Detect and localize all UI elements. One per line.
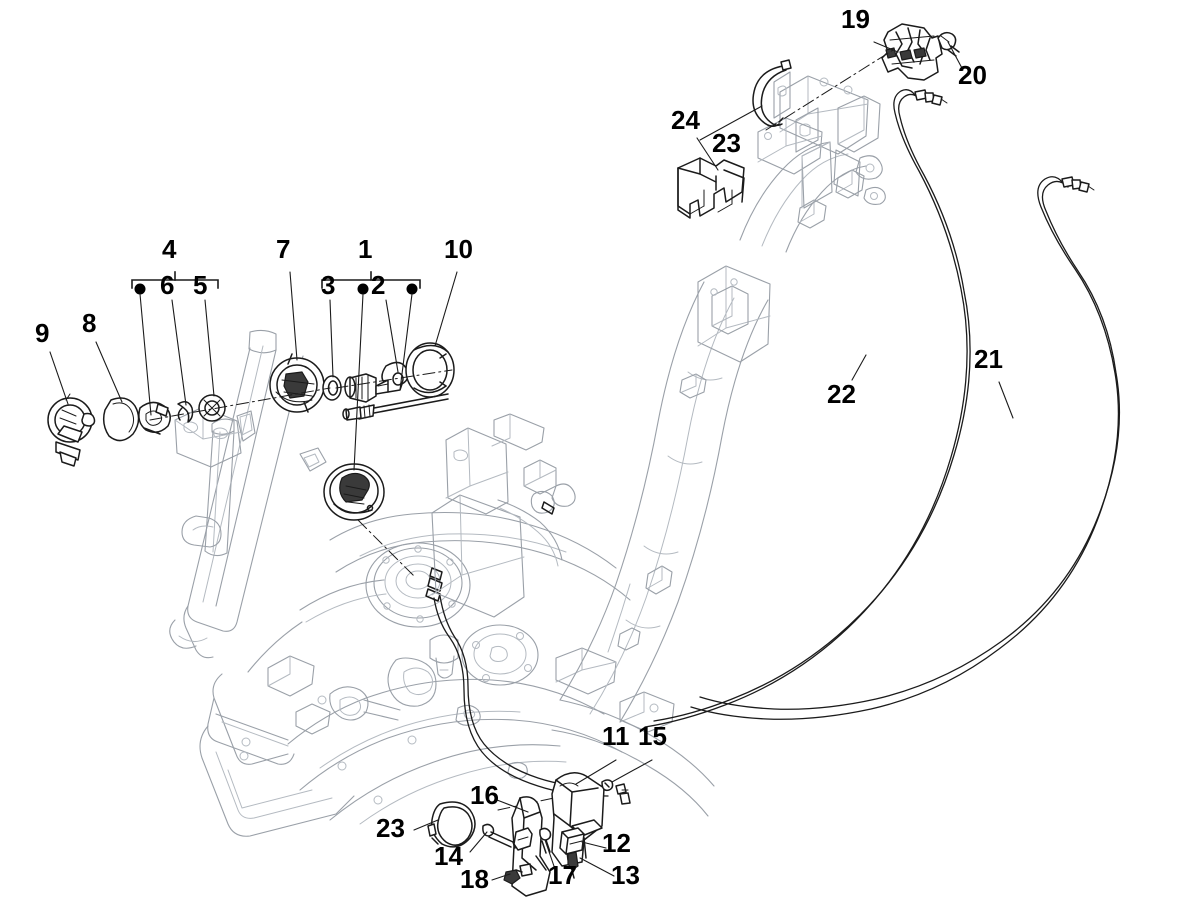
callout-label-16: 16 [470,780,499,810]
callout-label-8: 8 [82,308,97,338]
part-lock-barrel [344,373,377,403]
part-23-tie-strap-upper [752,59,792,127]
part-18-retaining-clip [503,869,523,885]
callout-label-23a: 23 [712,128,741,158]
callout-label-1: 1 [358,234,373,264]
part-15-nut [601,779,614,792]
callout-label-12: 12 [602,828,631,858]
leader-lines [49,41,1014,881]
callout-label-14: 14 [434,841,463,871]
assembly-axis-fuel-cap [357,519,415,577]
part-17-screw-short [539,827,552,854]
part-11-seat-lock-actuator [551,772,605,867]
part-13-split-pin [567,851,579,879]
part-9-steering-lock [47,393,96,467]
part-5b-ring [198,394,226,422]
part-24-protection-cap [677,157,745,219]
callout-label-11: 11 [602,721,630,751]
part-7-ignition-switch [269,353,325,413]
part-22-fuel-flap-cable [644,89,971,728]
callout-label-22: 22 [827,379,856,409]
part-19-seat-lock [881,23,943,81]
callout-label-20: 20 [958,60,987,90]
callout-label-21: 21 [974,344,1003,374]
callout-label-18: 18 [460,864,489,894]
part-20-lock-screw [937,31,960,57]
part-5-ring [177,401,194,423]
callout-label-3: 3 [321,270,336,300]
callout-label-19: 19 [841,4,870,34]
callout-label-23b: 23 [376,813,405,843]
callout-label-17: 17 [548,860,577,890]
callout-label-7: 7 [276,234,291,264]
callout-label-15: 15 [638,721,667,751]
callout-label-13: 13 [611,860,640,890]
callout-label-4: 4 [162,234,177,264]
part-21-seat-release-cable [690,176,1121,720]
fuel-cap [323,463,385,521]
callout-label-9: 9 [35,318,50,348]
scooter-frame-assembly [169,71,886,837]
callout-label-2: 2 [371,270,386,300]
callout-label-24: 24 [671,105,700,135]
seat-cable-end [615,783,631,805]
part-6-clip [138,401,171,435]
part-12-bushing [559,827,585,855]
part-14-screw-long [482,823,516,849]
part-10-ring-nut [405,342,455,398]
callout-label-5: 5 [193,270,208,300]
assembly-axis-steering-lock [149,387,331,421]
callout-label-10: 10 [444,234,473,264]
assembly-axis-ignition [335,369,453,389]
part-3-washer [322,375,342,401]
hub-cable [433,595,609,797]
group-bracket-4 [131,271,219,295]
assembly-axis-seat-lock [765,49,894,131]
part-2-key [375,361,409,395]
group-bracket-1 [321,271,421,295]
callout-label-6: 6 [160,270,175,300]
part-8-lock-shield [102,397,140,442]
